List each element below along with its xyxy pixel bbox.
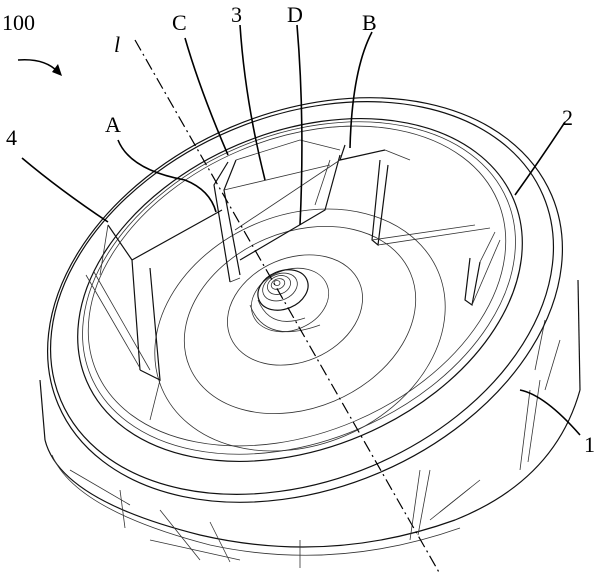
leader-D [296, 24, 303, 226]
leader-2 [514, 121, 566, 196]
leader-100 [17, 58, 59, 73]
hub [154, 208, 446, 452]
label-D: D [287, 2, 303, 27]
leader-C [184, 37, 229, 156]
shroud-ring [47, 97, 563, 503]
axis-label-l: l [114, 32, 120, 57]
leader-4 [21, 157, 109, 223]
blades [85, 139, 501, 421]
label-4: 4 [6, 125, 17, 150]
lower-wheel-body [39, 279, 581, 568]
label-A: A [105, 112, 121, 137]
label-2: 2 [562, 105, 573, 130]
label-B: B [362, 10, 377, 35]
leader-B [349, 31, 373, 149]
axis-line [134, 39, 441, 575]
label-3: 3 [231, 2, 242, 27]
label-C: C [172, 10, 187, 35]
leader-A [117, 139, 217, 213]
labels: 100 l C 3 D B A 4 2 1 [2, 2, 595, 457]
leader-1 [519, 389, 581, 436]
leader-lines [17, 24, 581, 436]
arrowhead-100 [52, 64, 62, 76]
ref-label-100: 100 [2, 10, 35, 35]
label-1: 1 [584, 432, 595, 457]
leader-3 [239, 24, 266, 181]
